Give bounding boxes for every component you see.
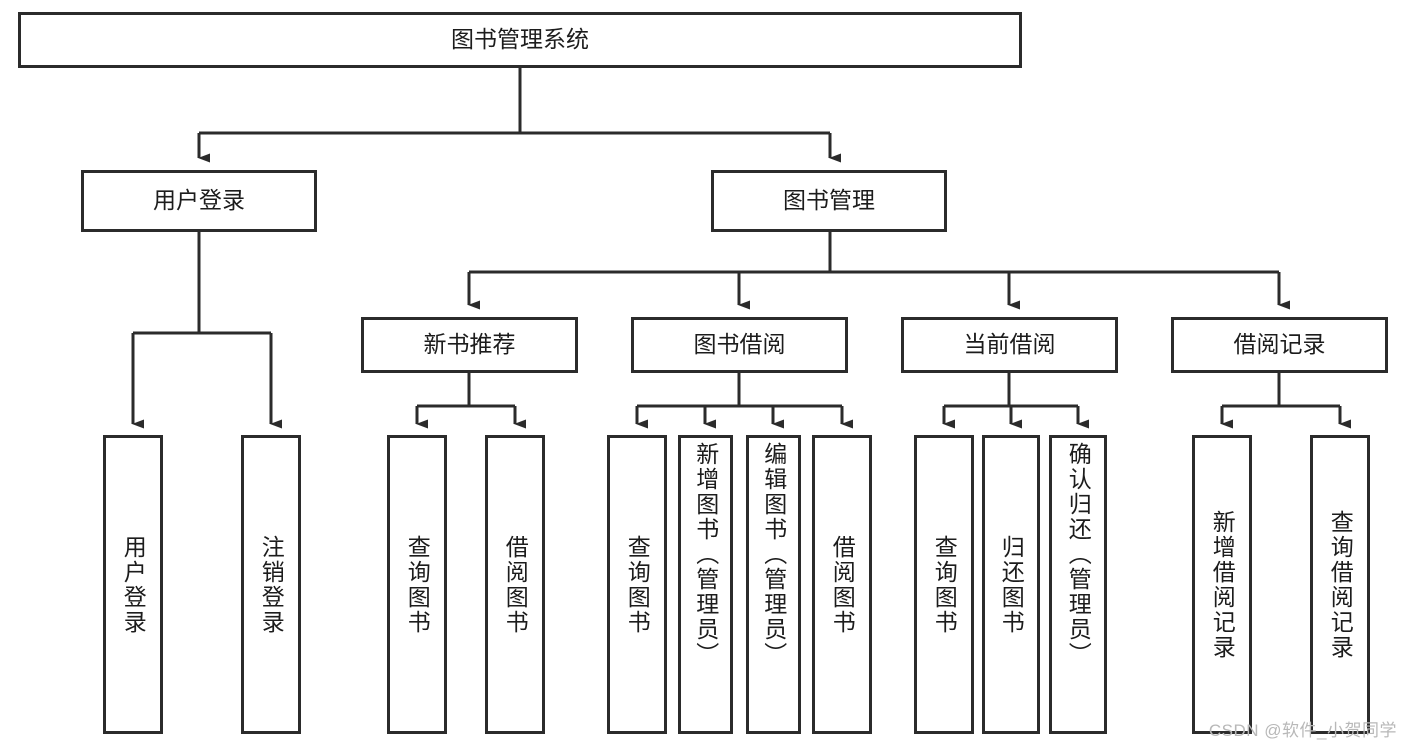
- node-book-borrow[interactable]: 图书借阅: [631, 317, 848, 373]
- node-user-login[interactable]: 用户登录: [81, 170, 317, 232]
- node-new-book-recommend-label: 新书推荐: [423, 331, 516, 358]
- leaf-current-borrow-return[interactable]: 归还图书: [982, 435, 1040, 734]
- leaf-book-borrow-query[interactable]: 查询图书: [607, 435, 667, 734]
- leaf-label: 借阅图书: [829, 534, 856, 635]
- leaf-user-login-login[interactable]: 用户登录: [103, 435, 163, 734]
- leaf-label: 查询借阅记录: [1327, 509, 1354, 660]
- node-current-borrow-label: 当前借阅: [963, 331, 1056, 358]
- leaf-label: 查询图书: [404, 534, 431, 635]
- leaf-borrow-record-query[interactable]: 查询借阅记录: [1310, 435, 1370, 734]
- node-borrow-records-label: 借阅记录: [1233, 331, 1326, 358]
- node-current-borrow[interactable]: 当前借阅: [901, 317, 1118, 373]
- leaf-label: 注销登录: [258, 534, 285, 635]
- leaf-book-borrow-add[interactable]: 新增图书（管理员）: [678, 435, 733, 734]
- leaf-book-borrow-edit[interactable]: 编辑图书（管理员）: [746, 435, 801, 734]
- node-root-label: 图书管理系统: [451, 26, 589, 53]
- leaf-current-borrow-query[interactable]: 查询图书: [914, 435, 974, 734]
- node-book-management[interactable]: 图书管理: [711, 170, 947, 232]
- leaf-book-borrow-borrow[interactable]: 借阅图书: [812, 435, 872, 734]
- leaf-label: 查询图书: [624, 534, 651, 635]
- leaf-label: 确认归还（管理员）: [1065, 442, 1092, 667]
- node-book-management-label: 图书管理: [783, 187, 875, 214]
- node-new-book-recommend[interactable]: 新书推荐: [361, 317, 578, 373]
- node-root[interactable]: 图书管理系统: [18, 12, 1022, 68]
- leaf-label: 编辑图书（管理员）: [760, 442, 787, 667]
- leaf-borrow-record-add[interactable]: 新增借阅记录: [1192, 435, 1252, 734]
- leaf-new-book-query[interactable]: 查询图书: [387, 435, 447, 734]
- leaf-current-borrow-confirm-return[interactable]: 确认归还（管理员）: [1049, 435, 1107, 734]
- node-book-borrow-label: 图书借阅: [693, 331, 786, 358]
- leaf-label: 归还图书: [998, 534, 1025, 635]
- leaf-user-login-logout[interactable]: 注销登录: [241, 435, 301, 734]
- leaf-label: 新增借阅记录: [1209, 509, 1236, 660]
- leaf-new-book-borrow[interactable]: 借阅图书: [485, 435, 545, 734]
- leaf-label: 新增图书（管理员）: [692, 442, 719, 667]
- leaf-label: 查询图书: [931, 534, 958, 635]
- node-user-login-label: 用户登录: [153, 187, 245, 214]
- leaf-label: 用户登录: [120, 534, 147, 635]
- node-borrow-records[interactable]: 借阅记录: [1171, 317, 1388, 373]
- leaf-label: 借阅图书: [502, 534, 529, 635]
- watermark: CSDN @软件_小贺同学: [1208, 721, 1397, 740]
